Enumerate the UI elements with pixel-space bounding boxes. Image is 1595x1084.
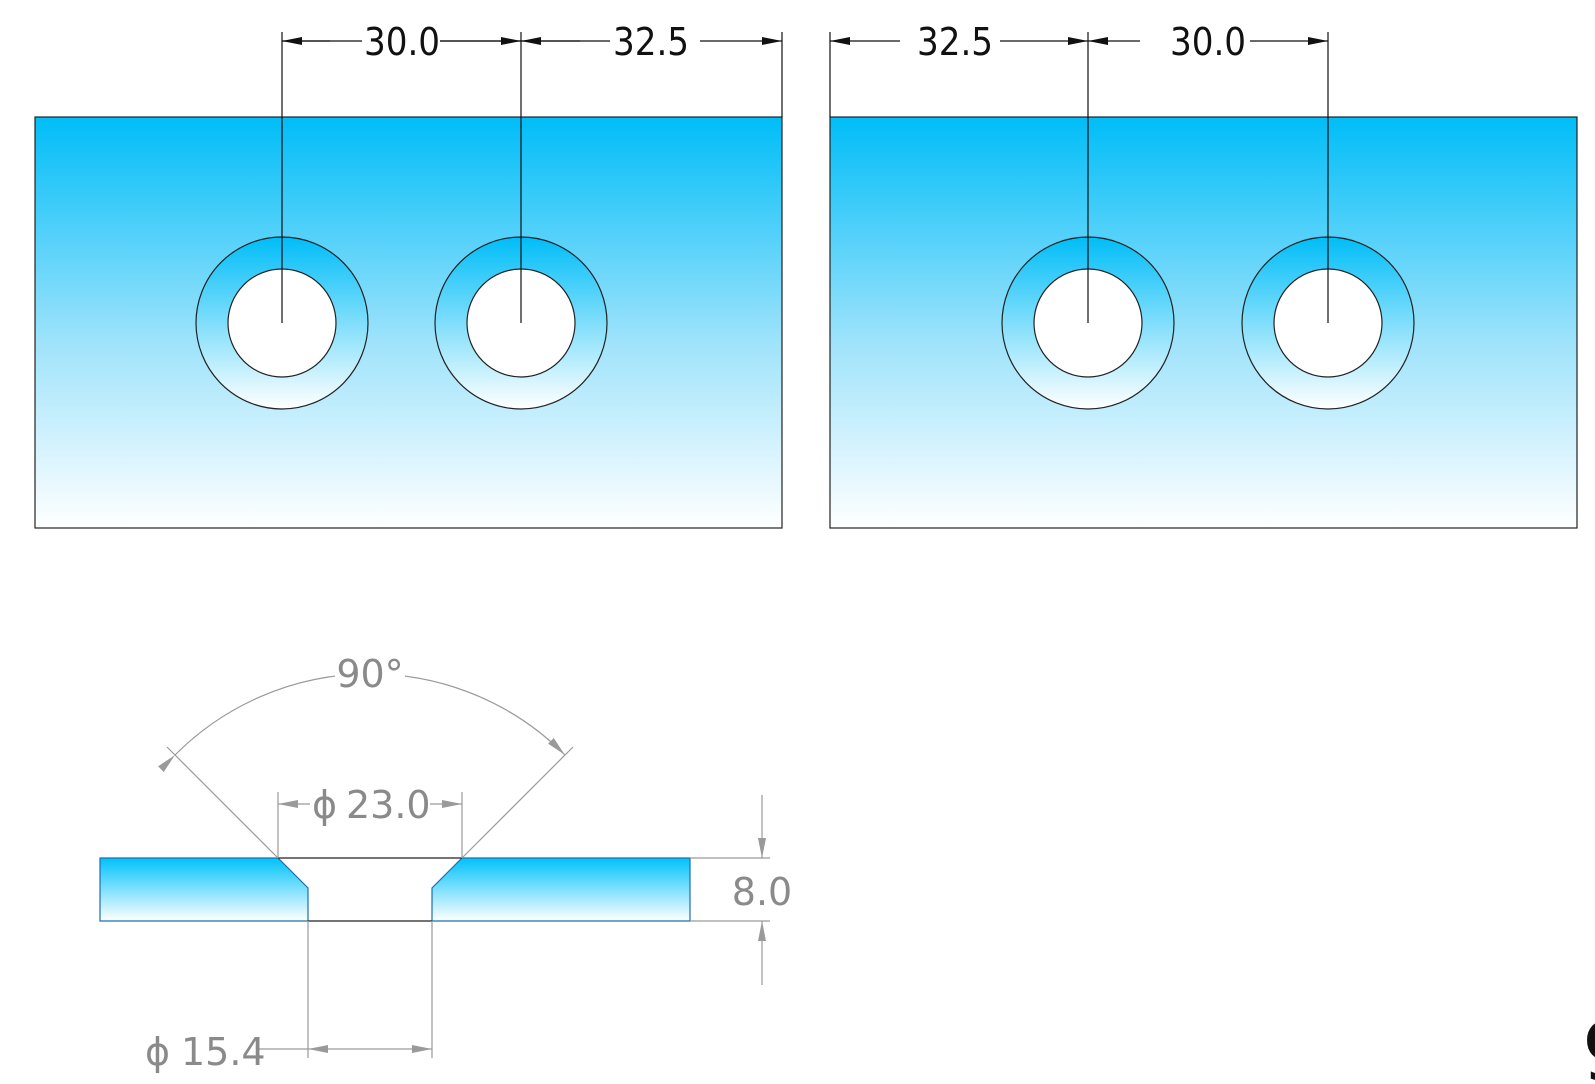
dim-countersink-diameter: 23.0	[346, 783, 431, 827]
angle-leader-left	[166, 746, 279, 859]
dim-hole-spacing-right: 30.0	[1170, 20, 1246, 64]
dim-hole-diameter: 15.4	[181, 1030, 266, 1074]
dim-edge-offset-right: 32.5	[917, 20, 993, 64]
glass-panel-left	[34, 116, 783, 529]
glass-section-right	[431, 857, 691, 922]
diameter-symbol: ϕ	[312, 783, 337, 827]
top-right-view: 32.5 30.0	[829, 20, 1578, 529]
dim-edge-offset-left: 32.5	[613, 20, 689, 64]
glass-section-left	[99, 857, 309, 922]
section-view: 90° ϕ 23.0 8.0 ϕ 15.4	[99, 648, 792, 1074]
dim-hole-spacing-left: 30.0	[364, 20, 440, 64]
dim-thickness: 8.0	[732, 870, 792, 914]
corner-mark: 9	[1582, 1006, 1595, 1084]
dim-angle: 90°	[336, 652, 403, 696]
angle-leader-right	[461, 746, 574, 859]
diameter-symbol: ϕ	[145, 1030, 170, 1074]
top-left-view: 30.0 32.5	[34, 20, 783, 529]
glass-panel-right	[829, 116, 1578, 529]
